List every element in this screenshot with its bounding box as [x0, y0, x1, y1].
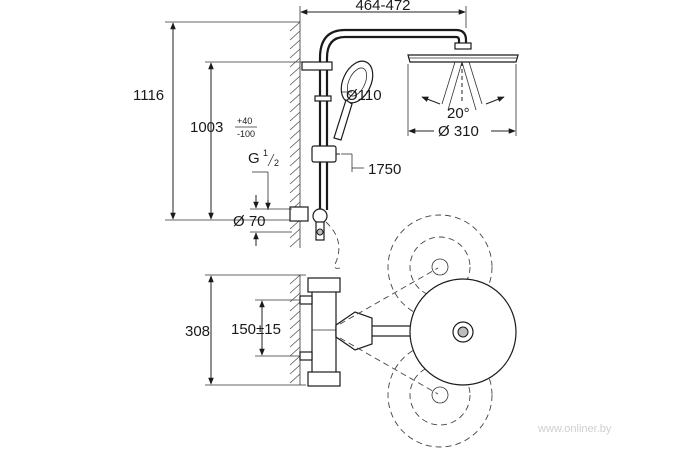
hatch-stroke	[289, 310, 301, 321]
hatch-stroke	[289, 138, 301, 149]
hatch-stroke	[289, 156, 301, 167]
dim-inlet-spacing: 150±15	[231, 299, 300, 357]
hatch-stroke	[289, 129, 301, 140]
hatch-stroke	[289, 183, 301, 194]
hatch-stroke	[289, 328, 301, 339]
hatch-stroke	[289, 147, 301, 158]
hatch-stroke	[289, 120, 301, 131]
hatch-stroke	[289, 102, 301, 113]
inlet-height-label: 1003	[190, 119, 223, 136]
inlet-tol-minus: -100	[237, 129, 255, 139]
dim-mixer-height: 308	[185, 274, 306, 386]
head-shower-plan	[409, 278, 517, 386]
hatch-stroke	[289, 301, 301, 312]
hatch-stroke	[289, 84, 301, 95]
head-dia-label: Ø 310	[438, 123, 479, 140]
dim-hose: 1750	[341, 153, 401, 178]
hatch-stroke	[289, 165, 301, 176]
hatch-stroke	[289, 21, 301, 32]
hatch-stroke	[289, 364, 301, 375]
thread-label: G 1 2	[248, 148, 279, 210]
plan-view: 308 150±15	[185, 214, 517, 448]
dim-head-dia: Ø 310	[407, 64, 517, 140]
dim-hand-shower: Ø110	[342, 87, 382, 104]
thermostat-side	[289, 206, 341, 269]
dim-total-height: 1116	[133, 21, 300, 221]
slider	[311, 145, 340, 163]
hatch-stroke	[289, 355, 301, 366]
head-angle-label: 20°	[447, 105, 470, 122]
hatch-stroke	[289, 57, 301, 68]
hatch-stroke	[289, 237, 301, 248]
mixer-height-label: 308	[185, 323, 210, 340]
hatch-stroke	[289, 292, 301, 303]
side-elevation: 464-472 1116 1003 +40 -100 G 1 2	[133, 0, 519, 269]
watermark: www.onliner.by	[537, 423, 612, 435]
hatch-stroke	[289, 48, 301, 59]
inlet-dia-label: Ø 70	[233, 213, 266, 230]
wall-hatch-lower	[289, 274, 301, 385]
hand-shower-dia-label: Ø110	[346, 87, 382, 104]
hatch-stroke	[289, 274, 301, 285]
thread-num: 1	[263, 148, 268, 158]
hose-length-label: 1750	[368, 161, 401, 178]
inlet-tol-plus: +40	[237, 116, 252, 126]
inlet-spacing-label: 150±15	[231, 321, 281, 338]
hatch-stroke	[289, 66, 301, 77]
hatch-stroke	[289, 346, 301, 357]
hatch-stroke	[289, 228, 301, 239]
hatch-stroke	[289, 174, 301, 185]
hatch-stroke	[289, 111, 301, 122]
arm-reach-label: 464-472	[355, 0, 410, 14]
dim-head-angle: 20°	[447, 105, 470, 122]
hatch-stroke	[289, 39, 301, 50]
hatch-stroke	[289, 319, 301, 330]
thread-den: 2	[274, 158, 279, 168]
riser-pipe	[301, 58, 333, 210]
total-height-label: 1116	[133, 87, 164, 104]
hatch-stroke	[289, 93, 301, 104]
dim-inlet-height: 1003 +40 -100	[190, 61, 302, 220]
shower-arm	[318, 28, 468, 59]
hatch-stroke	[289, 373, 301, 384]
thread-letter: G	[248, 150, 260, 167]
hatch-stroke	[289, 30, 301, 41]
dim-inlet-dia: Ø 70	[233, 195, 292, 246]
hatch-stroke	[289, 192, 301, 203]
thermostat-plan	[299, 277, 341, 387]
hatch-stroke	[289, 75, 301, 86]
hatch-stroke	[289, 283, 301, 294]
hatch-stroke	[289, 337, 301, 348]
head-shower	[407, 42, 519, 111]
dim-arm-reach: 464-472	[299, 0, 467, 28]
hand-shower	[333, 60, 374, 141]
